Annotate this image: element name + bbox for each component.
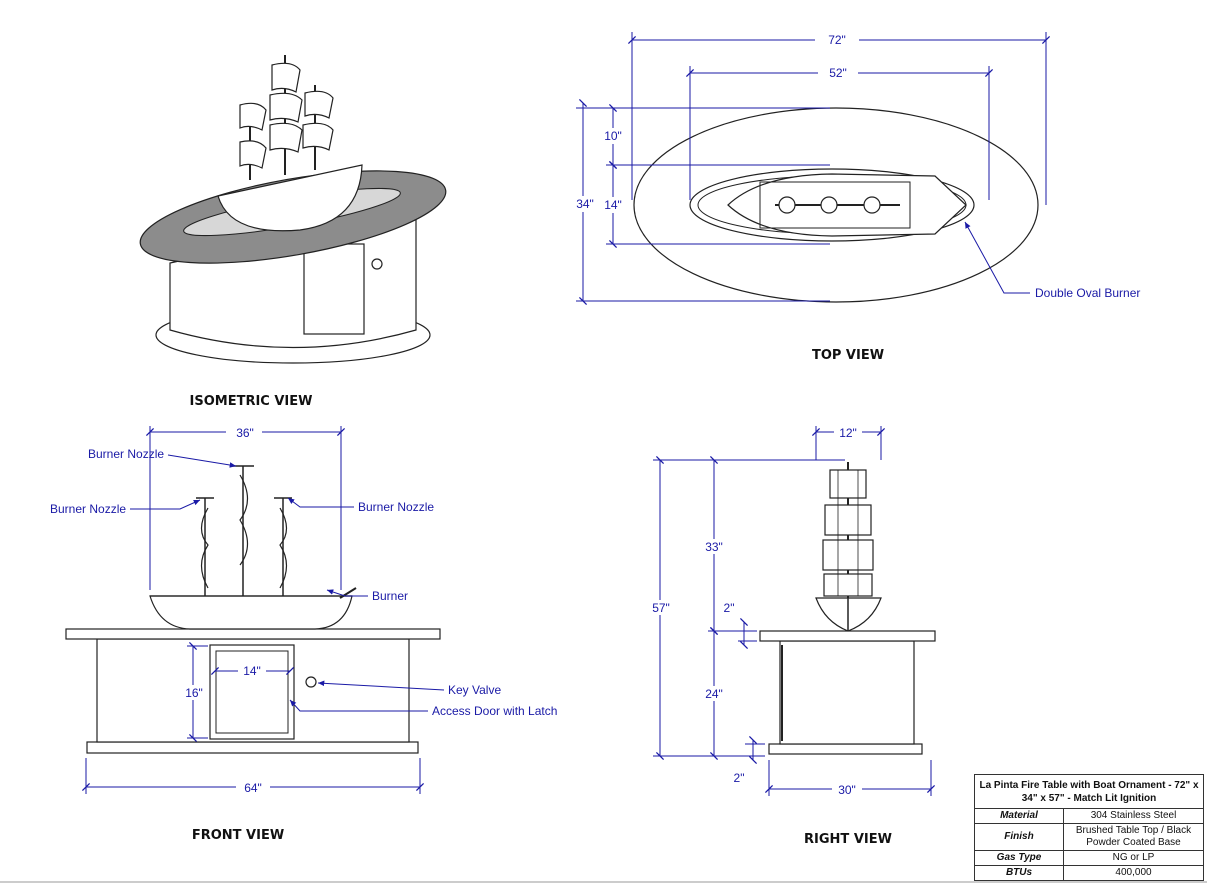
callout-burner: Burner: [372, 589, 408, 603]
isometric-access-door: [303, 243, 365, 335]
front-view-title: FRONT VIEW: [192, 828, 284, 843]
top-view-nozzle: [820, 196, 838, 214]
spec-row-gas-type: Gas Type NG or LP: [975, 850, 1203, 866]
callout-access-door: Access Door with Latch: [432, 704, 557, 718]
right-base-plinth: [768, 743, 923, 755]
spec-label: Gas Type: [975, 850, 1064, 866]
spec-title: La Pinta Fire Table with Boat Ornament -…: [975, 775, 1203, 809]
right-body: [779, 640, 915, 745]
top-view: 72" 52" 34" 10" 14" Double Oval Burner T…: [572, 32, 1140, 363]
top-dim-burner-length: 52": [829, 66, 847, 80]
isometric-view: ISOMETRIC VIEW: [139, 55, 447, 409]
front-table-top: [65, 628, 441, 640]
right-dim-overall-height: 57": [652, 601, 670, 615]
spec-table: Material 304 Stainless Steel Finish Brus…: [975, 809, 1203, 880]
callout-burner-nozzle-top: Burner Nozzle: [88, 447, 164, 461]
front-base-plinth: [86, 741, 419, 754]
callout-double-oval-burner: Double Oval Burner: [1035, 286, 1140, 300]
spec-label: Material: [975, 809, 1064, 824]
right-view: 12" 57" 33" 24" 2" 2" 30" RIGHT VIEW: [648, 425, 936, 847]
front-boat-hull: [149, 595, 353, 630]
top-dim-burner-width: 14": [604, 198, 622, 212]
right-dim-ornament-depth: 12": [839, 426, 857, 440]
top-dim-overall-depth: 34": [576, 197, 594, 211]
callout-burner-nozzle-right: Burner Nozzle: [358, 500, 434, 514]
right-table-top: [759, 630, 936, 642]
spec-value: NG or LP: [1063, 850, 1203, 866]
top-view-title: TOP VIEW: [812, 348, 884, 363]
front-view: 36" 14" 16" 64" Burner Nozzle Burner Noz…: [50, 425, 557, 843]
spec-value: 400,000: [1063, 865, 1203, 880]
front-dim-base-width: 64": [244, 781, 262, 795]
isometric-key-valve: [371, 258, 383, 270]
front-key-valve: [305, 676, 317, 688]
right-view-title: RIGHT VIEW: [804, 832, 892, 847]
spec-row-material: Material 304 Stainless Steel: [975, 809, 1203, 824]
front-dim-door-width: 14": [243, 664, 261, 678]
right-dim-top-thickness: 2": [724, 601, 735, 615]
right-dim-base-thickness: 2": [734, 771, 745, 785]
front-access-door: [209, 644, 295, 740]
top-dim-offset: 10": [604, 129, 622, 143]
right-dim-base-depth: 30": [838, 783, 856, 797]
isometric-view-title: ISOMETRIC VIEW: [190, 394, 313, 409]
callout-key-valve: Key Valve: [448, 683, 501, 697]
front-dim-ornament-width: 36": [236, 426, 254, 440]
spec-title-block: La Pinta Fire Table with Boat Ornament -…: [974, 774, 1204, 881]
spec-row-finish: Finish Brushed Table Top / Black Powder …: [975, 823, 1203, 851]
front-dim-door-height: 16": [185, 686, 203, 700]
right-dim-ornament-height: 33": [705, 540, 723, 554]
spec-label: BTUs: [975, 865, 1064, 880]
spec-label: Finish: [975, 823, 1064, 851]
top-view-nozzle: [863, 196, 881, 214]
top-view-nozzle: [778, 196, 796, 214]
spec-row-btus: BTUs 400,000: [975, 865, 1203, 880]
isometric-boat-hull: [217, 164, 363, 232]
spec-value: 304 Stainless Steel: [1090, 810, 1177, 821]
top-dim-overall-length: 72": [828, 33, 846, 47]
right-dim-body-height: 24": [705, 687, 723, 701]
spec-value: Brushed Table Top / Black Powder Coated …: [1063, 823, 1203, 851]
callout-burner-nozzle-left: Burner Nozzle: [50, 502, 126, 516]
